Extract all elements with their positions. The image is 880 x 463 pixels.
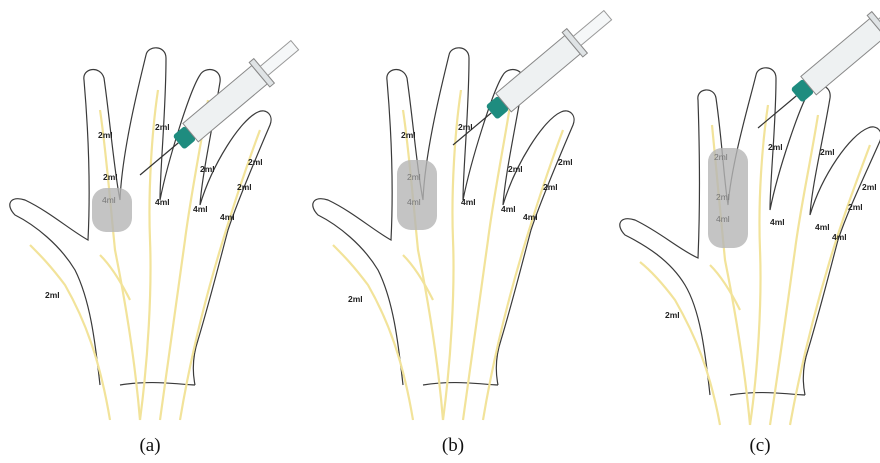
dose-little-base: 4ml bbox=[832, 232, 847, 242]
dose-labels: 2ml 2ml 4ml 2ml 4ml 2ml 4ml 2ml 2ml 4ml … bbox=[45, 122, 263, 300]
panel-c: 2ml 2ml 4ml 2ml 4ml 2ml 4ml 2ml 2ml 4ml … bbox=[610, 0, 880, 463]
panel-b: 2ml 2ml 4ml 2ml 4ml 2ml 4ml 2ml 2ml 4ml … bbox=[303, 0, 603, 463]
dose-index-mid: 2ml bbox=[716, 192, 730, 202]
caption-c: (c) bbox=[610, 435, 880, 457]
caption-b: (b) bbox=[303, 435, 603, 457]
dose-thumb: 2ml bbox=[348, 294, 363, 304]
dose-ring-prox: 2ml bbox=[200, 164, 215, 174]
dose-index-prox: 2ml bbox=[714, 152, 728, 162]
dose-ring-base: 4ml bbox=[815, 222, 830, 232]
injection-zone bbox=[397, 160, 437, 230]
dose-thumb: 2ml bbox=[665, 310, 680, 320]
dose-little-base: 4ml bbox=[523, 212, 538, 222]
nerve-paths bbox=[640, 105, 870, 425]
dose-little-a: 2ml bbox=[248, 157, 263, 167]
dose-little-b: 2ml bbox=[543, 182, 558, 192]
syringe bbox=[748, 0, 880, 140]
dose-index-zone: 4ml bbox=[407, 197, 421, 207]
dose-ring-base: 4ml bbox=[501, 204, 516, 214]
dose-index-prox: 2ml bbox=[401, 130, 416, 140]
dose-thumb: 2ml bbox=[45, 290, 60, 300]
dose-middle-prox: 2ml bbox=[458, 122, 473, 132]
dose-index-zone: 4ml bbox=[716, 214, 730, 224]
dose-middle-prox: 2ml bbox=[155, 122, 170, 132]
dose-middle-base: 4ml bbox=[461, 197, 476, 207]
dose-little-b: 2ml bbox=[237, 182, 252, 192]
hand-diagram-a: 2ml 2ml 4ml 2ml 4ml 2ml 4ml 2ml 2ml 4ml … bbox=[0, 0, 300, 430]
dose-ring-base: 4ml bbox=[193, 204, 208, 214]
dose-index-mid: 2ml bbox=[407, 172, 421, 182]
dose-ring-prox: 2ml bbox=[820, 147, 835, 157]
panel-a: 2ml 2ml 4ml 2ml 4ml 2ml 4ml 2ml 2ml 4ml … bbox=[0, 0, 300, 463]
dose-little-b: 2ml bbox=[848, 202, 863, 212]
dose-little-a: 2ml bbox=[862, 182, 877, 192]
dose-ring-prox: 2ml bbox=[508, 164, 523, 174]
dose-labels: 2ml 2ml 4ml 2ml 4ml 2ml 4ml 2ml 2ml 4ml … bbox=[665, 142, 877, 320]
dose-little-a: 2ml bbox=[558, 157, 573, 167]
hand-diagram-b: 2ml 2ml 4ml 2ml 4ml 2ml 4ml 2ml 2ml 4ml … bbox=[303, 0, 603, 430]
dose-middle-base: 4ml bbox=[770, 217, 785, 227]
caption-a: (a) bbox=[0, 435, 300, 457]
dose-index-zone: 4ml bbox=[102, 195, 116, 205]
dose-middle-prox: 2ml bbox=[768, 142, 783, 152]
dose-little-base: 4ml bbox=[220, 212, 235, 222]
dose-middle-base: 4ml bbox=[155, 197, 170, 207]
dose-index-prox: 2ml bbox=[98, 130, 113, 140]
dose-index-mid: 2ml bbox=[103, 172, 118, 182]
hand-diagram-c: 2ml 2ml 4ml 2ml 4ml 2ml 4ml 2ml 2ml 4ml … bbox=[610, 0, 880, 430]
